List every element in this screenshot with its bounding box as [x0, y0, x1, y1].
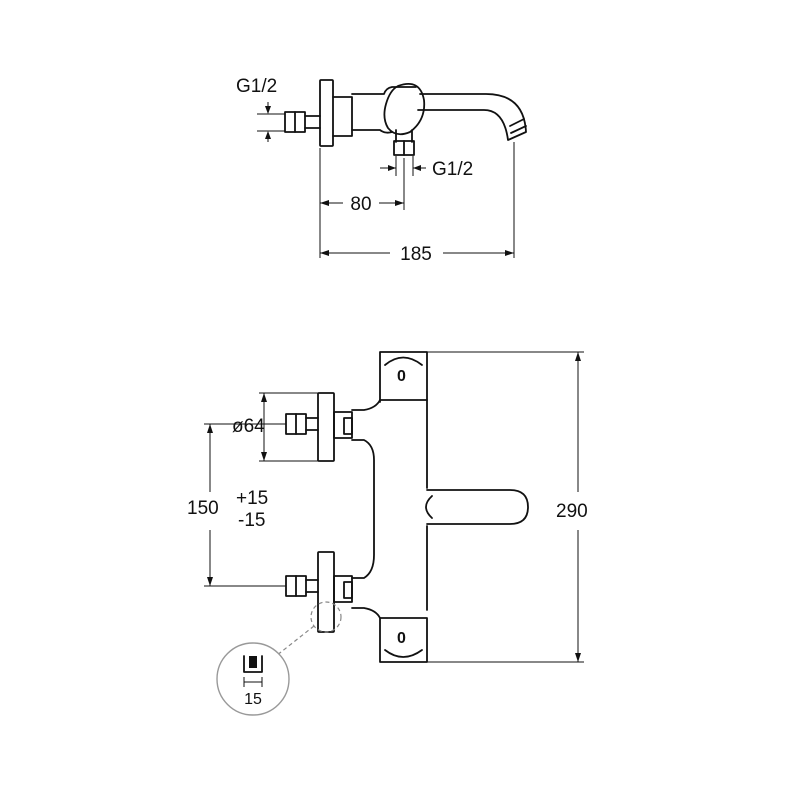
front-lower-flange — [317, 551, 335, 633]
detail-marker-circle — [310, 601, 342, 633]
detail-callout: 15 — [216, 642, 290, 716]
front-dim-tolerance-plus: +15 — [236, 488, 268, 509]
front-dim-overall-height: 290 — [556, 501, 588, 522]
front-lever-handle — [426, 489, 529, 525]
front-dim-flange-diameter: ø64 — [232, 416, 265, 437]
top-outlet-thread-label: G1/2 — [432, 159, 473, 180]
front-dim-tolerance-minus: -15 — [238, 510, 265, 531]
top-view: G1/2 G1/2 80 185 — [236, 76, 527, 265]
top-wall-flange — [319, 79, 334, 147]
front-bottom-knob-marking: 0 — [397, 630, 406, 647]
top-lever-knob — [383, 82, 426, 136]
front-top-knob-marking: 0 — [397, 368, 406, 385]
detail-dim-label: 15 — [244, 691, 262, 708]
front-upper-flange — [317, 392, 335, 462]
front-view: 0 0 ø64 150 +15 — [187, 351, 588, 716]
top-dim-185: 185 — [400, 244, 432, 265]
front-main-body — [351, 399, 428, 611]
front-dim-inlet-spacing: 150 — [187, 498, 219, 519]
top-spout — [417, 93, 527, 141]
top-mixer-body — [351, 86, 417, 134]
top-dim-80: 80 — [350, 194, 371, 215]
top-inlet-thread-label: G1/2 — [236, 76, 277, 97]
